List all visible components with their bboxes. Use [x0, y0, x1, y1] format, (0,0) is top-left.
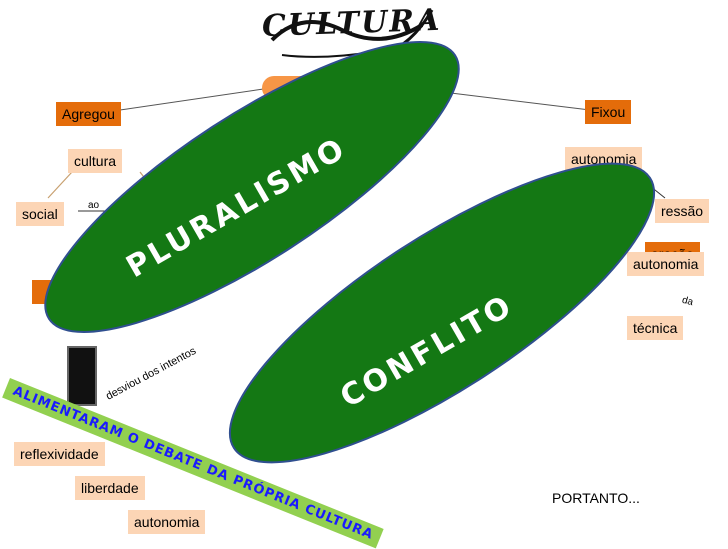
node-social: social: [16, 202, 64, 226]
down-arrow-icon: [67, 346, 97, 406]
conflito-ellipse: [228, 162, 656, 464]
node-expressao: ressão: [655, 199, 710, 223]
pluralismo-ellipse: [44, 41, 460, 333]
node-tecnica: técnica: [627, 316, 684, 340]
node-autonomia-right: autonomia: [627, 252, 705, 276]
node-reflexividade: reflexividade: [14, 442, 105, 466]
node-cultura: cultura: [68, 149, 123, 173]
portanto-text: PORTANTO...: [552, 490, 640, 506]
node-agregou: Agregou: [56, 102, 121, 126]
label-ao: ao: [88, 200, 100, 211]
node-liberdade: liberdade: [75, 476, 145, 500]
node-fixou: Fixou: [585, 100, 632, 124]
node-autonomia-bottom: autonomia: [128, 510, 206, 534]
